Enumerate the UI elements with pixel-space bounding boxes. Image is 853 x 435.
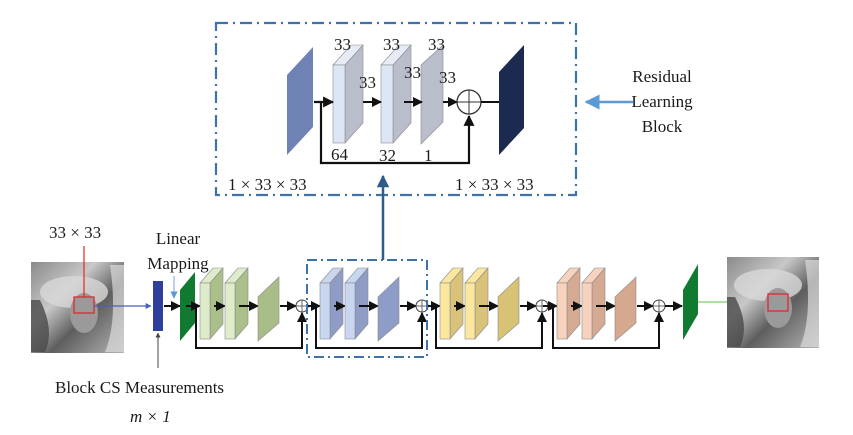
callout-title-line-2: Learning (631, 92, 693, 111)
output-dimension-label: 1 × 33 × 33 (455, 175, 534, 194)
block-4-layer-1-front (556, 282, 568, 340)
layer-2-channels-label: 32 (379, 146, 396, 165)
block-3-layer-1-front (439, 282, 451, 340)
layer-1-channels-label: 64 (331, 145, 349, 164)
measurement-dimension-label: m × 1 (130, 407, 171, 426)
conv-layer-1 (332, 44, 364, 144)
residual-block-3 (426, 267, 549, 349)
layer-3-channels-label: 1 (424, 146, 433, 165)
block-3-layer-2 (464, 267, 489, 340)
skip-connection (319, 102, 475, 165)
block-2-layer-1-front (319, 282, 331, 340)
layer-3-width-label: 33 (439, 68, 456, 87)
conv-layer-1-front (332, 64, 346, 144)
skip-connection (315, 306, 427, 349)
block-2-layer-2-front (344, 282, 356, 340)
block-2-layer-2 (344, 267, 369, 340)
measurement-label: Block CS Measurements (55, 378, 224, 397)
residual-block-1 (186, 267, 309, 349)
block-1-layer-2 (224, 267, 249, 340)
block-4-layer-2-front (581, 282, 593, 340)
block-1-layer-1-front (199, 282, 211, 340)
block-3-layer-1 (439, 267, 464, 340)
input-dimension-label: 1 × 33 × 33 (228, 175, 307, 194)
block-1-layer-1 (199, 267, 224, 340)
residual-block-frame (214, 21, 578, 197)
block-4-layer-1 (556, 267, 581, 340)
block-4-layer-3 (614, 276, 637, 342)
layer-2-height-label: 33 (383, 35, 400, 54)
layer-1-height-label: 33 (334, 35, 351, 54)
conv-layer-2-front (380, 64, 394, 144)
output-patch-box (767, 293, 789, 312)
skip-connection (195, 306, 307, 349)
residual-block-detail: 33 33 64 33 33 32 33 33 1 1 × 33 × 33 1 … (214, 21, 578, 197)
measurement-vector (153, 281, 163, 331)
skip-connection (435, 306, 547, 349)
input-feature-map (287, 47, 313, 155)
output-feature-map (499, 45, 524, 155)
block-1-layer-2-front (224, 282, 236, 340)
callout-title-line-3: Block (642, 117, 683, 136)
conv-layer-3 (420, 44, 444, 145)
linear-mapping-label-line-1: Linear (156, 229, 201, 248)
skip-connection (552, 306, 664, 349)
layer-1-width-label: 33 (359, 73, 376, 92)
block-3-layer-2-front (464, 282, 476, 340)
patch-size-label: 33 × 33 (49, 223, 101, 242)
residual-layers (332, 44, 444, 145)
layer-3-height-label: 33 (428, 35, 445, 54)
residual-block-callout: Residual Learning Block (584, 67, 693, 136)
residual-block-4 (543, 267, 667, 349)
residual-blocks (186, 267, 667, 349)
reconstruction-feature-map (683, 264, 698, 340)
layer-2-width-label: 33 (404, 63, 421, 82)
highlighted-block-frame (306, 259, 428, 358)
output-image (727, 257, 819, 348)
block-2-layer-3 (377, 276, 400, 342)
block-4-layer-2 (581, 267, 606, 340)
block-1-layer-3 (257, 276, 280, 342)
pipeline: 33 × 33 Block CS Measurements m × 1 Line… (31, 223, 819, 426)
residual-block-2 (306, 267, 429, 349)
input-image (31, 262, 124, 353)
conv-layer-2 (380, 44, 412, 144)
block-3-layer-3 (497, 276, 520, 342)
linear-mapping-label-line-2: Mapping (147, 254, 209, 273)
callout-title-line-1: Residual (632, 67, 692, 86)
block-2-layer-1 (319, 267, 344, 340)
